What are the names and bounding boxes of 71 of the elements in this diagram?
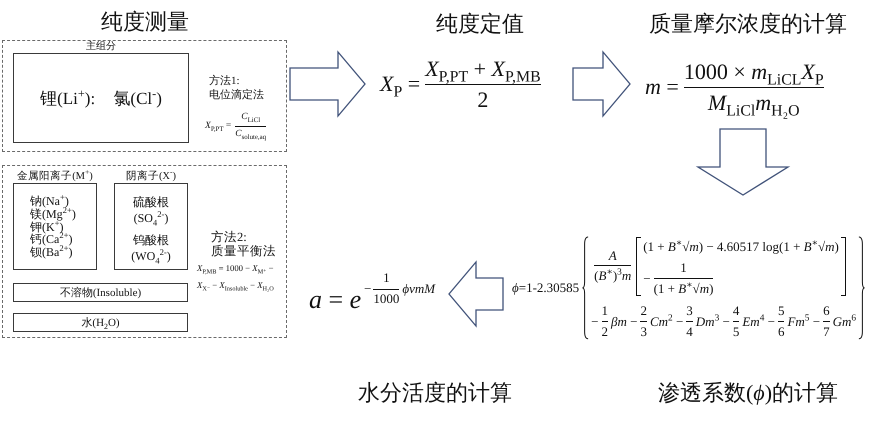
numerator: 6 (823, 304, 830, 319)
numerator: 2 (640, 304, 647, 319)
ion-text: 镁(Mg$^{2+}$) (30, 208, 76, 221)
denominator: (B$^{∗}$)$^{3}$m (594, 269, 632, 284)
numerator: 1 (383, 271, 390, 286)
numerator: 1 (680, 261, 687, 276)
section-title: 水分活度的计算 (358, 380, 512, 406)
equation-lhs: X$_{P}$ = (380, 71, 420, 97)
method-label: 方法2: (211, 229, 247, 244)
formula-term: Gm$^{6}$ (832, 314, 856, 330)
denominator: 2 (477, 87, 488, 112)
formula-term: Cm$^{2}$ − (650, 314, 684, 330)
ion-text: 钨酸根 (133, 233, 169, 248)
method-name: 质量平衡法 (211, 243, 276, 260)
minus-sign: − (364, 280, 372, 297)
denominator: (1 + B$^{∗}$√m) (654, 282, 714, 297)
equation-lhs: m = (645, 74, 679, 100)
equation-lhs: ϕ=1-2.30585 (512, 280, 580, 296)
ion-text: 钙(Ca$^{2+}$) (30, 233, 73, 246)
exponent-term: ϕνmM (402, 280, 436, 297)
block-arrow (289, 50, 366, 118)
ion-text: (SO$_{4}$$^{2-}$) (134, 210, 168, 226)
group-heading: 主组分 (86, 41, 116, 53)
ion-text: 锂(Li$^{+}$): 氯(Cl$^{-}$) (40, 86, 162, 110)
formula-term: βm − (611, 314, 638, 330)
equation-lhs: X$_{P,PT}$ = (205, 120, 232, 131)
dashed-panel (2, 165, 287, 338)
block-arrow (448, 260, 504, 328)
ion-text: 硫酸根 (133, 195, 169, 210)
block-arrow (696, 128, 790, 196)
denominator: 5 (732, 324, 740, 340)
minus-sign: − (591, 314, 598, 330)
equation-lhs: a = e (309, 284, 362, 315)
denominator: 1000 (373, 292, 400, 307)
section-title: 纯度测量 (101, 9, 189, 35)
component-box (13, 283, 188, 302)
method-name: 电位滴定法 (209, 88, 264, 102)
numerator: 1 (602, 304, 608, 319)
denominator: 4 (686, 324, 693, 340)
numerator: A (608, 248, 617, 264)
denominator: 2 (602, 324, 608, 340)
section-title: 纯度定值 (436, 11, 524, 37)
numerator: 4 (732, 304, 740, 319)
dashed-panel (2, 40, 287, 152)
box-label: 不溶物(Insoluble) (60, 286, 142, 300)
numerator: 1000 × m$_{LiCL}$X$_{P}$ (684, 58, 824, 84)
method-label: 方法1: (209, 74, 240, 88)
formula-term: Fm$^{5}$ − (787, 314, 820, 330)
denominator: C$_{solute,aq}$ (235, 128, 266, 140)
denominator: 7 (823, 324, 830, 340)
formula-term: Em$^{4}$ − (742, 314, 775, 330)
ion-text: 钠(Na$^{+}$) (30, 195, 69, 208)
ion-text: 钾(K$^{+}$) (30, 220, 64, 234)
section-title: 渗透系数(ϕ)的计算 (658, 380, 838, 406)
numerator: C$_{LiCl}$ (241, 112, 260, 123)
box-label: 水(H$_{2}$O) (81, 316, 120, 330)
block-arrow (572, 50, 631, 118)
denominator: 3 (640, 324, 647, 340)
group-heading: 阴离子(X$^{-}$) (126, 170, 176, 183)
formula-term: Dm$^{3}$ − (696, 314, 730, 330)
section-title: 质量摩尔浓度的计算 (649, 11, 847, 37)
minus-sign: − (643, 270, 651, 287)
equation-text: X$_{P,MB}$ = 1000 − X$_{M⁺}$ − X$_{X⁻}$ − X$_{Insoluble}$ − X$_{H₂O}$ (197, 262, 275, 294)
numerator: 3 (686, 304, 693, 319)
component-box (13, 313, 188, 332)
ion-text: (WO$_{4}$$^{2-}$) (131, 248, 171, 264)
numerator: 5 (778, 304, 784, 319)
denominator: 6 (778, 324, 784, 340)
ion-text: 钡(Ba$^{2+}$) (30, 246, 73, 259)
formula-term: (1 + B$^{∗}$√m) − 4.60517 log(1 + B$^{∗}$√m) (643, 238, 839, 256)
group-heading: 金属阳离子(M$^{+}$) (17, 170, 93, 183)
